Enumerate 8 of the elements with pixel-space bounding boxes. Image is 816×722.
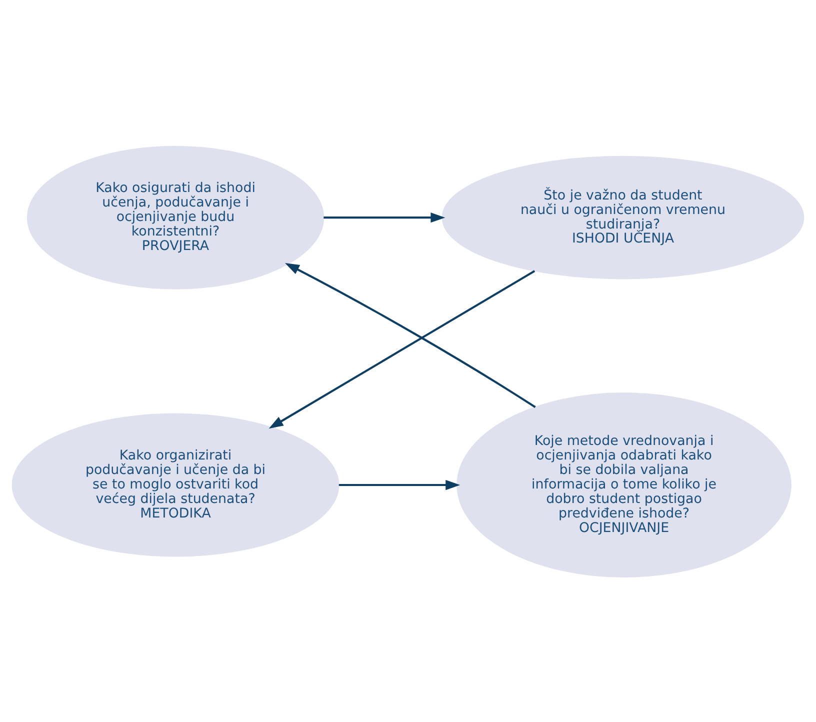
arrow: [268, 270, 536, 428]
node-ellipse: Kako osigurati da ishodi učenja, podučavanje i ocjenjivanje budu konzistentni? PROVJERA: [26, 145, 324, 289]
node-ellipse: Koje metode vrednovanja i ocjenjivanja odabrati kako bi se dobila valjana informacija o tome koliko je dobro student postigao predviđene ishode? OCJENJIVANJE: [456, 392, 792, 577]
node-ellipse: Kako organizirati podučavanje i učenje da bi se to moglo ostvariti kod većeg dijela studenata? METODIKA: [12, 412, 340, 556]
arrow: [338, 479, 460, 490]
arrow: [284, 262, 536, 408]
node-ellipse: Što je važno da student nauči u ograničenom vremenu studiranja? ISHODI UČENJA: [442, 155, 804, 279]
arrow: [324, 212, 446, 222]
